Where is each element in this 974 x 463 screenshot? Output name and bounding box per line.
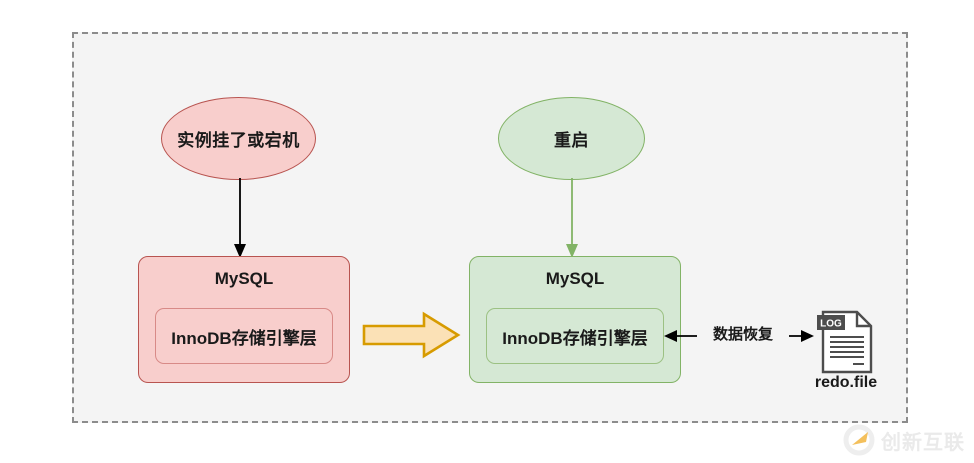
recovered-innodb-box: InnoDB存储引擎层	[486, 308, 664, 364]
recovered-mysql-title: MySQL	[545, 269, 605, 288]
failure-trigger-label: 实例挂了或宕机	[177, 131, 300, 150]
data-recovery-arrows	[664, 330, 814, 342]
failure-innodb-box: InnoDB存储引擎层	[155, 308, 333, 364]
redo-file-label: redo.file	[814, 374, 878, 391]
restart-trigger-ellipse: 重启	[498, 97, 645, 180]
recovered-innodb-label: InnoDB存储引擎层	[502, 328, 648, 348]
log-badge-text: LOG	[820, 319, 842, 330]
watermark-logo-icon	[843, 424, 875, 456]
restart-trigger-label: 重启	[554, 131, 589, 150]
big-orange-arrow-icon	[362, 311, 461, 359]
redo-log-file-icon: LOG	[817, 310, 873, 374]
failure-connector-arrow	[234, 178, 246, 258]
failure-trigger-ellipse: 实例挂了或宕机	[161, 97, 316, 180]
failure-mysql-box: MySQL InnoDB存储引擎层	[138, 256, 350, 383]
data-recovery-label: 数据恢复	[697, 326, 789, 344]
watermark-text: 创新互联	[881, 431, 965, 454]
watermark: 创新互联	[842, 420, 970, 460]
failure-mysql-title: MySQL	[214, 269, 274, 288]
restart-connector-arrow	[566, 178, 578, 258]
failure-innodb-label: InnoDB存储引擎层	[171, 328, 317, 348]
recovered-mysql-box: MySQL InnoDB存储引擎层	[469, 256, 681, 383]
